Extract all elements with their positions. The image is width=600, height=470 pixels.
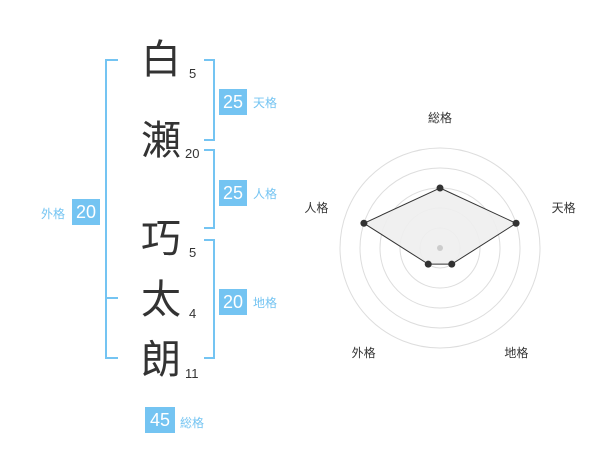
radar-axis-label: 総格 xyxy=(428,110,452,125)
soukaku-label: 総格 xyxy=(180,416,205,430)
radar-series-area xyxy=(362,187,518,265)
gaikaku-label: 外格 xyxy=(41,207,66,221)
name-char-3-strokes: 5 xyxy=(189,245,197,260)
jinkaku-value-badge: 25 xyxy=(219,180,247,206)
name-char-5: 朗 xyxy=(141,337,181,383)
name-char-3: 巧 xyxy=(141,216,181,262)
radar-point xyxy=(436,184,444,192)
name-char-4-strokes: 4 xyxy=(189,306,197,321)
chikaku-label: 地格 xyxy=(253,296,278,310)
name-char-5-strokes: 11 xyxy=(185,366,199,381)
tenkaku-bracket xyxy=(204,59,215,141)
gaikaku-value-badge: 20 xyxy=(72,199,100,225)
soukaku-value-badge: 45 xyxy=(145,407,175,433)
jinkaku-bracket xyxy=(204,149,215,229)
name-char-2: 瀬 xyxy=(141,118,181,164)
chikaku-value-badge: 20 xyxy=(219,289,247,315)
radar-axis-label: 外格 xyxy=(352,345,376,360)
jinkaku-label: 人格 xyxy=(253,187,278,201)
radar-center-dot xyxy=(437,245,443,251)
radar-point xyxy=(424,260,432,268)
name-char-1-strokes: 5 xyxy=(189,66,197,81)
radar-point xyxy=(360,219,368,227)
radar-point xyxy=(512,219,520,227)
gaikaku-bracket xyxy=(105,59,118,359)
radar-axis-label: 人格 xyxy=(304,200,328,215)
name-char-2-strokes: 20 xyxy=(185,146,200,161)
radar-axis-label: 地格 xyxy=(504,345,528,360)
radar-axis-label: 天格 xyxy=(552,200,576,215)
radar-point xyxy=(448,260,456,268)
name-char-1: 白 xyxy=(141,37,181,83)
name-char-4: 太 xyxy=(141,277,181,323)
tenkaku-value-badge: 25 xyxy=(219,89,247,115)
chikaku-bracket xyxy=(204,239,215,359)
tenkaku-label: 天格 xyxy=(253,96,278,110)
